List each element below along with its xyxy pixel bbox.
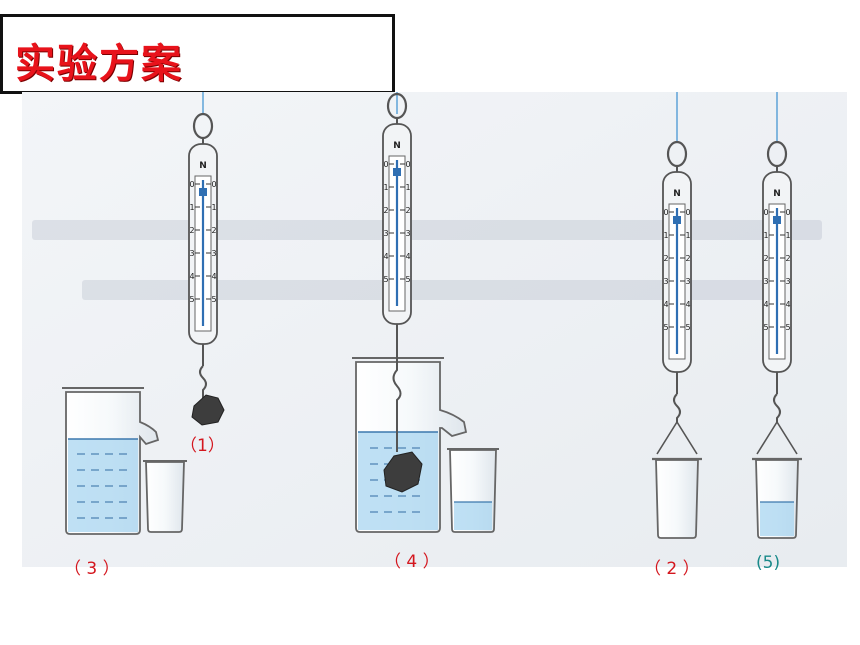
overflow-beaker-step3 — [62, 387, 160, 535]
title-box: 实验方案 — [0, 14, 395, 94]
cup-step2 — [652, 457, 702, 539]
slide-title: 实验方案 — [15, 41, 183, 87]
stone-step1 — [191, 394, 225, 426]
label-step4: （ 4 ） — [384, 552, 440, 572]
experiment-illustration: N 0 0 1 1 2 2 3 3 4 4 5 5 — [22, 92, 847, 567]
label-step1: （1） — [180, 436, 225, 456]
spring-scale-step4 — [381, 92, 413, 452]
stone-step4 — [383, 451, 423, 493]
label-step3: （ 3 ） — [64, 559, 120, 579]
small-cup-step4 — [447, 448, 499, 533]
spring-scale-step2 — [656, 92, 698, 455]
spring-scale-step5 — [756, 92, 798, 455]
cup-step5 — [752, 457, 802, 539]
spring-scale-step1 — [187, 92, 219, 402]
faint-background-text — [32, 220, 822, 300]
small-cup-step3 — [143, 460, 187, 533]
label-step2: （ 2 ） — [644, 559, 700, 579]
label-step5: (5) — [756, 553, 781, 573]
